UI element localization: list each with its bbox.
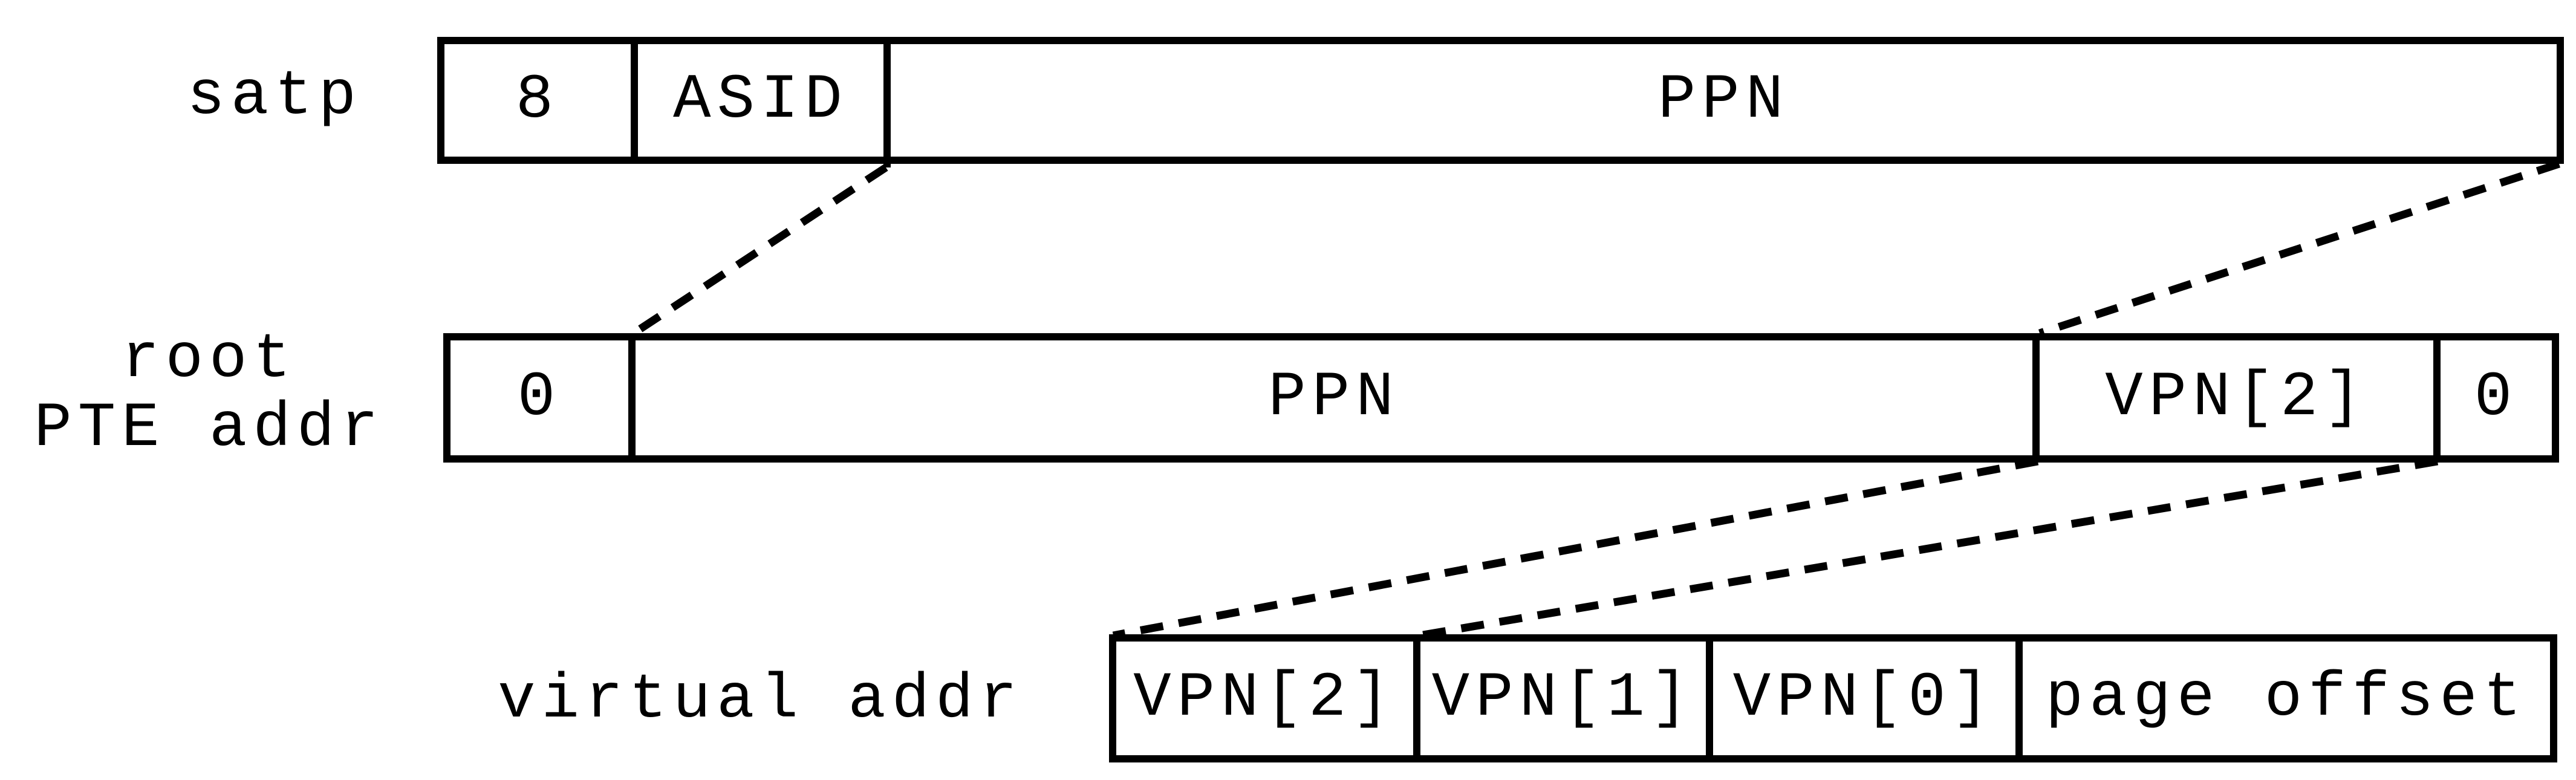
virtual-field-vpn0: VPN[0] — [1732, 663, 1996, 734]
root-pte-addr-label-line1: root — [122, 324, 297, 395]
root-divider-ppn-vpn2 — [2032, 340, 2040, 455]
root-pte-addr-label-line2: PTE addr — [34, 393, 385, 464]
virtual-addr-box: VPN[2] VPN[1] VPN[0] page offset — [1109, 634, 2557, 762]
root-divider-vpn2-zero — [2433, 340, 2441, 455]
virtual-field-vpn2: VPN[2] — [1133, 663, 1396, 734]
satp-field-asid: ASID — [673, 65, 848, 136]
root-field-vpn2: VPN[2] — [2105, 362, 2368, 434]
satp-divider-asid-ppn — [883, 44, 891, 157]
root-pte-addr-box: 0 PPN VPN[2] 0 — [443, 333, 2559, 463]
virtual-divider-vpn1-vpn0 — [1706, 642, 1713, 755]
root-field-ppn: PPN — [1268, 362, 1400, 434]
virtual-divider-vpn2-vpn1 — [1413, 642, 1420, 755]
satp-field-ppn: PPN — [1657, 65, 1790, 136]
virtual-divider-vpn0-pageoffset — [2015, 642, 2023, 755]
satp-divider-mode-asid — [631, 44, 638, 157]
satp-asid-ppn-boundary-to-root-ppn-start — [631, 164, 888, 337]
satp-register-label: satp — [187, 61, 362, 132]
root-field-trailing-zero: 0 — [2474, 362, 2519, 434]
root-vpn2-start-to-virtual-vpn2-start — [1112, 457, 2039, 640]
virtual-addr-label: virtual addr — [498, 665, 1023, 736]
root-divider-zero-ppn — [628, 340, 636, 455]
satp-register-box: 8 ASID PPN — [437, 37, 2564, 164]
satp-field-mode: 8 — [515, 65, 560, 136]
satp-ppn-end-to-root-vpn2-start — [2038, 160, 2561, 337]
virtual-field-page-offset: page offset — [2045, 663, 2528, 734]
satp-asid-ppn-divider-tick — [883, 163, 891, 167]
root-vpn2-end-to-virtual-vpn2-end — [1419, 457, 2439, 640]
root-field-leading-zero: 0 — [517, 362, 562, 434]
virtual-field-vpn1: VPN[1] — [1431, 663, 1695, 734]
